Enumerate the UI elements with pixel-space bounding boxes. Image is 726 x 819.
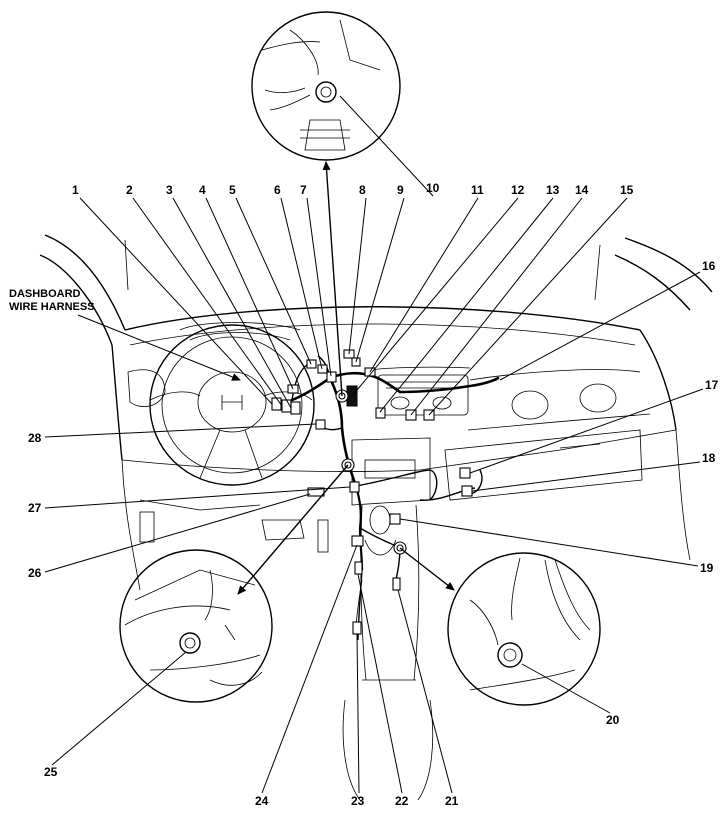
detail-inset-left — [119, 549, 273, 703]
callout-26: 26 — [28, 566, 42, 580]
callout-21: 21 — [445, 794, 459, 808]
callout-13: 13 — [546, 183, 560, 197]
detail-inset-top — [251, 11, 401, 161]
callout-24: 24 — [255, 794, 269, 808]
leader-lines — [44, 95, 704, 794]
callout-18: 18 — [702, 451, 716, 465]
callout-8: 8 — [359, 183, 366, 197]
callout-5: 5 — [229, 183, 236, 197]
callout-12: 12 — [511, 183, 525, 197]
steering-wheel — [149, 322, 315, 486]
callout-4: 4 — [199, 183, 206, 197]
callout-14: 14 — [575, 183, 589, 197]
vehicle-interior-outline — [39, 234, 713, 591]
harness-label-line-1: DASHBOARD — [9, 288, 81, 300]
inset-pointer-arrows — [237, 161, 455, 595]
callout-6: 6 — [274, 183, 281, 197]
callout-2: 2 — [126, 183, 133, 197]
callout-11: 11 — [471, 183, 484, 197]
detail-inset-right — [447, 552, 601, 706]
center-console — [342, 366, 471, 801]
harness-label-line-2: WIRE HARNESS — [9, 301, 95, 313]
callout-19: 19 — [700, 561, 714, 575]
callout-17: 17 — [705, 378, 719, 392]
callout-28: 28 — [28, 431, 42, 445]
callout-16: 16 — [702, 259, 716, 273]
callout-23: 23 — [351, 794, 365, 808]
callout-numbers: 1 2 3 4 5 6 7 8 9 10 11 12 13 14 15 16 1… — [28, 181, 719, 808]
callout-10: 10 — [426, 181, 440, 195]
callout-1: 1 — [72, 183, 79, 197]
callout-3: 3 — [166, 183, 173, 197]
harness-label: DASHBOARD WIRE HARNESS — [9, 288, 95, 313]
callout-25: 25 — [44, 765, 58, 779]
callout-22: 22 — [395, 794, 409, 808]
callout-7: 7 — [300, 183, 307, 197]
connectors — [271, 349, 473, 635]
callout-9: 9 — [397, 183, 404, 197]
callout-20: 20 — [606, 713, 620, 727]
callout-27: 27 — [28, 501, 42, 515]
callout-15: 15 — [620, 183, 634, 197]
